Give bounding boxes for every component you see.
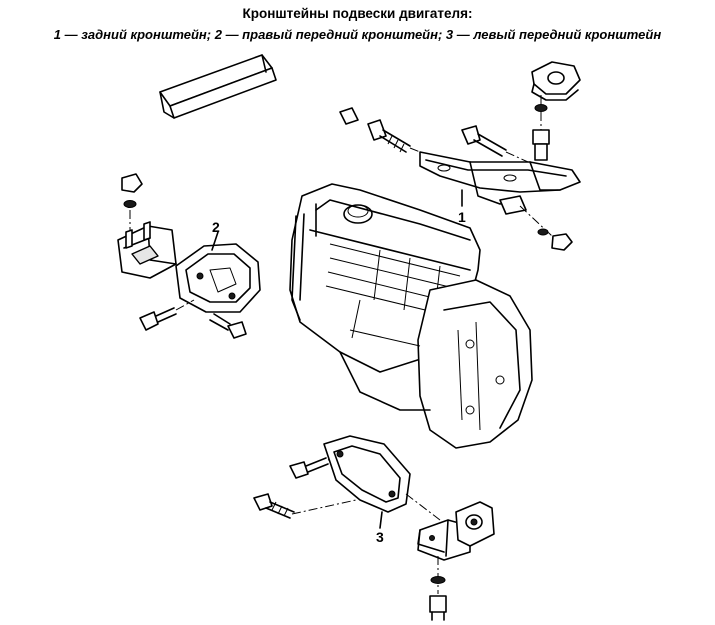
washer — [430, 576, 446, 584]
callout-3: 3 — [376, 529, 384, 545]
rear-cushion-bracket — [531, 61, 581, 101]
engine-block — [289, 183, 533, 449]
right-cushion — [117, 221, 177, 279]
right-front-bracket-assembly: 2 — [117, 173, 261, 339]
right-nut — [121, 173, 143, 193]
rear-nut — [537, 228, 573, 251]
left-bottom-bolt — [429, 595, 447, 621]
left-front-bracket-assembly: 3 — [253, 435, 495, 621]
left-bolt-upper — [289, 457, 329, 479]
left-bracket-plate — [323, 435, 411, 513]
rear-bracket-assembly: 1 — [339, 61, 581, 251]
left-bolt-lower — [253, 493, 295, 519]
callout-1: 1 — [458, 209, 466, 225]
right-bolt-right — [209, 313, 247, 339]
washer — [123, 200, 137, 208]
figure-legend: 1 — задний кронштейн; 2 — правый передни… — [53, 27, 662, 42]
callout-2: 2 — [212, 219, 220, 235]
long-bolt — [339, 107, 411, 153]
rubber-channel-part — [159, 54, 277, 119]
bracket-bolt — [461, 125, 507, 157]
vertical-bolt — [532, 129, 550, 161]
left-cushion — [417, 501, 495, 561]
figure-title: Кронштейны подвески двигателя: — [242, 6, 473, 21]
right-bolt-left — [139, 307, 177, 331]
right-bracket-plate — [175, 243, 261, 313]
washer — [534, 104, 548, 112]
rear-bracket-body — [419, 151, 581, 215]
